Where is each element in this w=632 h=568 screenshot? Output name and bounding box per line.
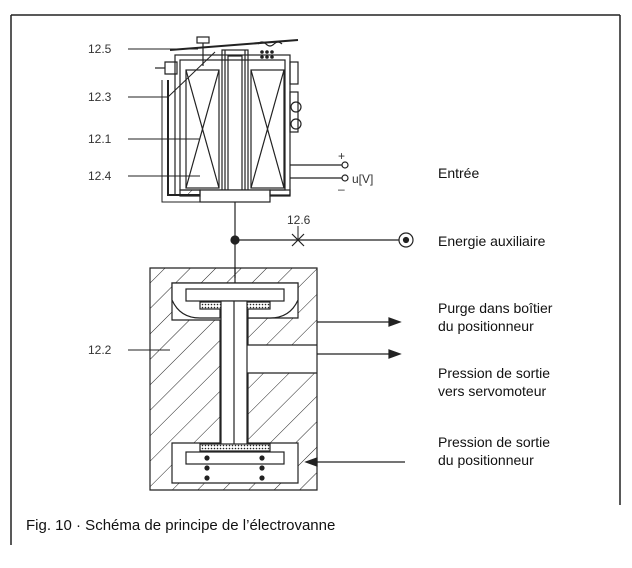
electric-input-leads: [290, 161, 349, 182]
figure-caption: Fig. 10 · Schéma de principe de l’électr…: [26, 517, 335, 534]
label-sortie-pos-line2: du positionneur: [438, 452, 534, 468]
label-12-3: 12.3: [88, 90, 112, 104]
leader-lines: [128, 48, 299, 351]
label-12-6: 12.6: [287, 213, 311, 227]
supply-line: [230, 202, 414, 278]
solenoid-coil-assembly: [155, 36, 302, 203]
valve-body: [149, 267, 318, 491]
label-12-5: 12.5: [88, 42, 112, 56]
label-purge-line2: du positionneur: [438, 318, 534, 334]
label-sortie-servo-line2: vers servomoteur: [438, 383, 546, 399]
minus-sign: –: [338, 182, 345, 196]
port-arrows: [304, 317, 405, 467]
label-12-4: 12.4: [88, 169, 112, 183]
label-sortie-pos-line1: Pression de sortie: [438, 434, 550, 450]
voltage-label: u[V]: [352, 172, 373, 186]
label-12-2: 12.2: [88, 343, 112, 357]
label-energie-auxiliaire: Energie auxiliaire: [438, 233, 546, 249]
label-sortie-servo-line1: Pression de sortie: [438, 365, 550, 381]
label-purge-line1: Purge dans boîtier: [438, 300, 553, 316]
plus-sign: +: [338, 149, 345, 163]
label-12-1: 12.1: [88, 132, 112, 146]
figure-frame: [10, 14, 621, 545]
label-entree: Entrée: [438, 165, 479, 181]
